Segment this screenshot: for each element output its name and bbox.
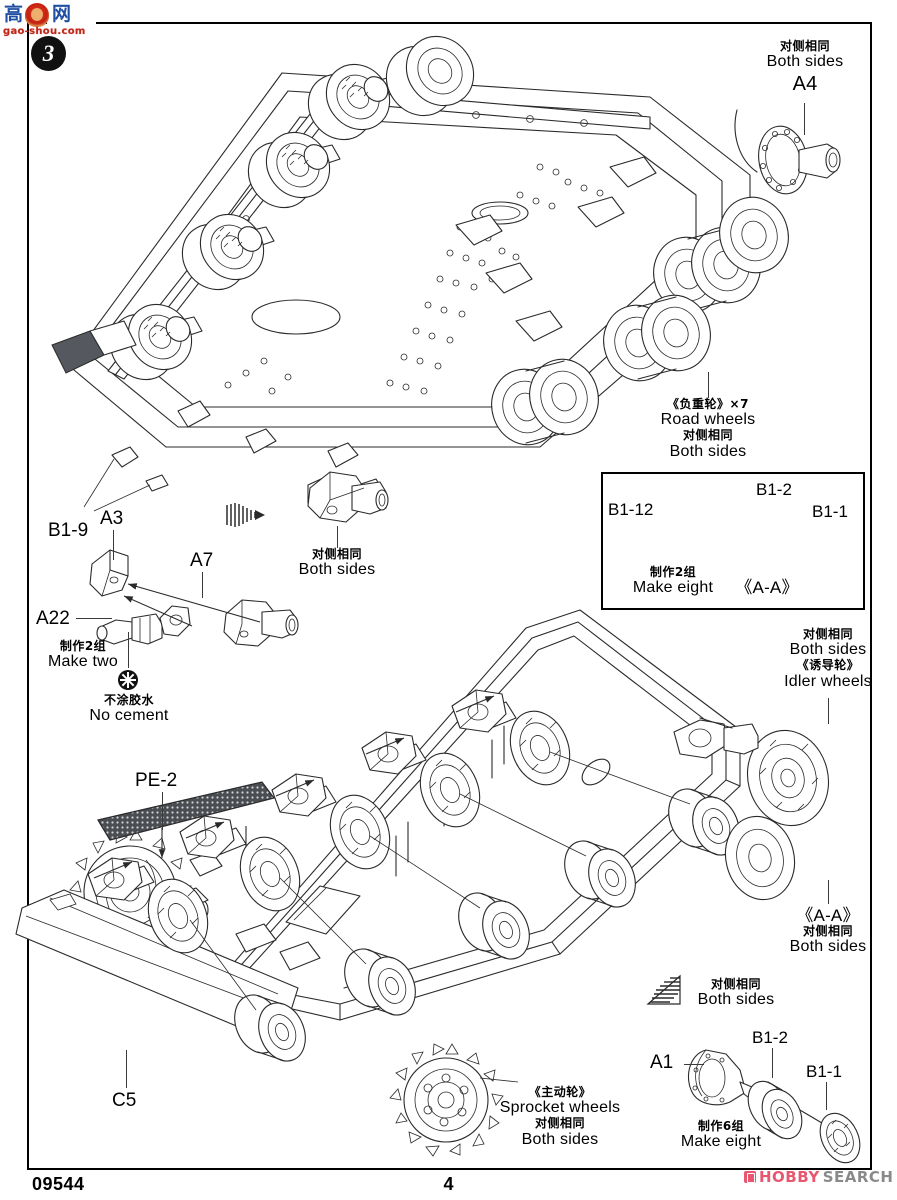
- part-label-a22: A22: [36, 608, 70, 629]
- hobby-search-secondary-text: SEARCH: [822, 1168, 894, 1186]
- callout-aa-both-sides: 《A-A》 对侧相同 Both sides: [758, 906, 897, 956]
- leader-line-a1: [684, 1064, 704, 1066]
- inset-bottom-illustration: [648, 1030, 888, 1164]
- leader-line-no-cement: [128, 632, 130, 668]
- inset-top-section-text: 《A-A》: [735, 578, 799, 597]
- a3-a7-a22-subassembly-illustration: [80, 540, 300, 670]
- callout-road-wheels: 《负重轮》×7 Road wheels 对侧相同 Both sides: [618, 397, 798, 461]
- callout-make-two-en: Make two: [47, 653, 119, 671]
- inset-top-qty-cn: 制作2组: [649, 565, 697, 579]
- callout-idler-en-sub: Both sides: [789, 641, 867, 659]
- gaoshou-seal-emblem-icon: [25, 3, 49, 27]
- callout-sprocket-en-sub: Both sides: [521, 1130, 599, 1148]
- part-label-b1-9: B1-9: [48, 520, 89, 541]
- callout-sprocket-en-title: Sprocket wheels: [499, 1099, 621, 1117]
- upper-suspension-arm-detail-illustration: [300, 470, 390, 540]
- gaoshou-watermark: 高 网 gao-shou.com: [2, 2, 85, 44]
- page-frame-top-right-segment: [96, 22, 872, 24]
- part-label-a7: A7: [190, 550, 214, 571]
- leader-line-c5: [126, 1050, 128, 1088]
- callout-idler-wheels: 对侧相同 Both sides 《诱导轮》 Idler wheels: [758, 627, 897, 691]
- callout-aa-en: Both sides: [789, 938, 867, 956]
- callout-road-wheels-cn-sub: 对侧相同: [682, 428, 733, 443]
- part-label-a1: A1: [650, 1052, 674, 1073]
- leader-line-a22: [76, 618, 112, 620]
- callout-sprocket-cn-title: 《主动轮》: [528, 1085, 592, 1099]
- callout-no-cement-cn: 不涂胶水: [103, 693, 154, 707]
- leader-line-pe-2: [162, 792, 164, 830]
- inset-bottom-quantity-callout: 制作6组 Make eight: [666, 1119, 776, 1151]
- step-number-badge: 3: [31, 36, 66, 71]
- callout-upper-both-cn: 对侧相同: [311, 547, 362, 561]
- callout-road-wheels-en-sub: Both sides: [669, 442, 747, 460]
- leader-line-a7: [202, 572, 204, 598]
- hobby-search-mark-icon: [744, 1171, 756, 1183]
- part-label-a4: A4: [792, 73, 818, 96]
- callout-road-wheels-cn-title: 《负重轮》×7: [667, 397, 749, 411]
- callout-a4-both-sides: 对侧相同 Both sides A4: [750, 39, 860, 96]
- leader-line-a3: [113, 530, 115, 560]
- lower-hull-assembly-illustration: [15, 590, 860, 1157]
- callout-no-cement: 不涂胶水 No cement: [74, 693, 184, 725]
- kit-number: 09544: [32, 1174, 85, 1194]
- part-label-b1-1-top: B1-1: [812, 502, 848, 521]
- callout-idler-en-title: Idler wheels: [784, 672, 872, 690]
- leader-line-idler: [828, 698, 830, 724]
- no-cement-starburst-icon: [118, 670, 138, 690]
- inset-top-section-label: 《A-A》: [722, 578, 812, 597]
- inset-bottom-qty-cn: 制作6组: [697, 1119, 745, 1133]
- upper-hull-assembly-illustration: [50, 35, 810, 535]
- callout-lower-both-cn: 对侧相同: [710, 977, 761, 991]
- callout-idler-cn-sub: 对侧相同: [802, 627, 853, 641]
- inset-bottom-qty-en: Make eight: [680, 1133, 762, 1151]
- leader-line-aa-both: [828, 880, 830, 904]
- page-number: 4: [443, 1174, 454, 1194]
- callout-a4-en: Both sides: [766, 53, 844, 71]
- hobby-search-primary-text: HOBBY: [759, 1168, 820, 1186]
- callout-upper-both-en: Both sides: [298, 561, 376, 579]
- callout-no-cement-en: No cement: [89, 707, 169, 725]
- part-label-b1-12: B1-12: [608, 500, 654, 519]
- part-label-b1-2-top: B1-2: [756, 480, 792, 499]
- callout-make-two-cn: 制作2组: [59, 639, 107, 653]
- callout-idler-cn-title: 《诱导轮》: [796, 658, 860, 673]
- leader-line-b1-2-bottom: [772, 1048, 774, 1078]
- inset-top-qty-en: Make eight: [632, 579, 714, 597]
- part-label-pe-2: PE-2: [135, 770, 178, 791]
- both-sides-hatch-marker-upper-icon: [225, 500, 267, 530]
- part-a4-hub-illustration: [734, 108, 855, 208]
- hobby-search-watermark: HOBBY SEARCH: [744, 1168, 894, 1186]
- callout-make-two: 制作2组 Make two: [28, 639, 138, 671]
- leader-line-a4: [804, 103, 806, 135]
- gaoshou-url-text: gao-shou.com: [3, 26, 86, 37]
- callout-sprocket-wheels: 《主动轮》 Sprocket wheels 对侧相同 Both sides: [470, 1085, 650, 1149]
- leader-line-road-wheels: [708, 372, 710, 398]
- leader-line-b1-1-bottom: [826, 1082, 828, 1110]
- part-label-b1-2-bottom: B1-2: [752, 1028, 788, 1047]
- callout-upper-both-sides: 对侧相同 Both sides: [282, 547, 392, 579]
- gaoshou-char-left: 高: [4, 3, 24, 25]
- callout-lower-both-en: Both sides: [697, 991, 775, 1009]
- part-label-b1-1-bottom: B1-1: [806, 1062, 842, 1081]
- callout-a4-cn: 对侧相同: [779, 39, 830, 53]
- callout-lower-both-sides: 对侧相同 Both sides: [678, 977, 794, 1009]
- part-label-a3: A3: [100, 508, 124, 529]
- callout-aa-section: 《A-A》: [796, 906, 860, 925]
- callout-road-wheels-en-title: Road wheels: [660, 411, 756, 429]
- inset-top-quantity-callout: 制作2组 Make eight: [618, 565, 728, 597]
- gaoshou-char-right: 网: [52, 3, 72, 25]
- callout-aa-cn: 对侧相同: [802, 924, 853, 939]
- part-label-c5: C5: [112, 1090, 137, 1111]
- inset-box-road-wheel-subassembly: [601, 472, 865, 610]
- callout-sprocket-cn-sub: 对侧相同: [534, 1116, 585, 1131]
- leader-line-upper-both: [337, 526, 339, 548]
